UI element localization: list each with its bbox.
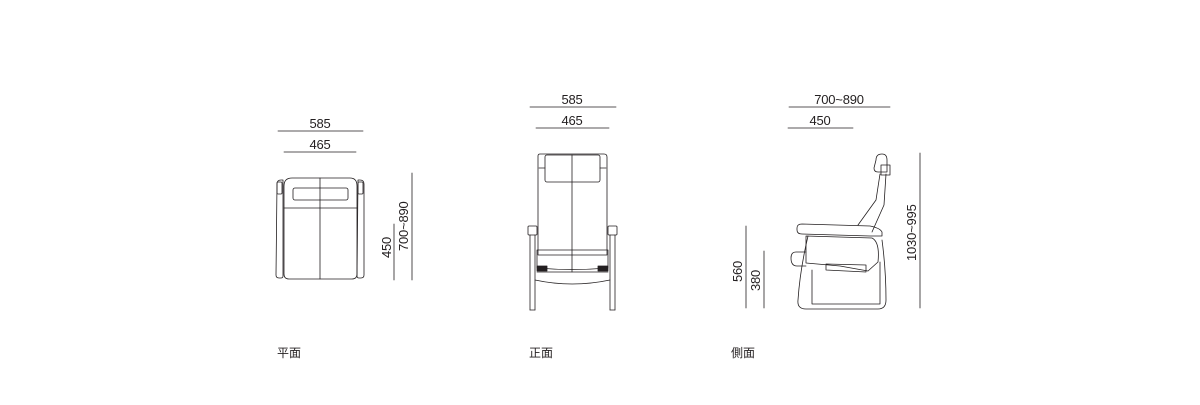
side-backrest	[857, 173, 881, 226]
plan-dim-overall-depth: 700~890	[396, 201, 411, 251]
front-view	[527, 106, 618, 311]
plan-dim-seat-width: 465	[309, 137, 331, 152]
plan-right-arm	[356, 179, 365, 279]
side-armrest	[796, 223, 883, 237]
side-dim-overall-height: 1030~995	[904, 204, 919, 261]
plan-view-caption: 平面	[277, 346, 302, 360]
front-right-arm-cap	[607, 225, 618, 236]
plan-view	[275, 130, 413, 281]
plan-headrest	[292, 187, 349, 201]
front-left-arm-cap	[527, 225, 538, 236]
side-base	[797, 235, 887, 310]
plan-left-arm	[275, 179, 284, 279]
plan-dim-overall-width: 585	[309, 116, 331, 131]
front-dim-overall-width: 585	[561, 92, 583, 107]
side-dim-arm-height: 560	[730, 260, 745, 282]
plan-seat	[283, 177, 358, 280]
front-backrest	[537, 153, 608, 256]
plan-dim-seat-depth: 450	[379, 236, 394, 258]
side-view-caption: 側面	[731, 346, 756, 360]
side-seat	[805, 235, 879, 272]
side-dim-seat-depth: 450	[809, 113, 831, 128]
side-front-loop	[790, 251, 807, 267]
front-seat	[536, 249, 609, 270]
front-dim-seat-width: 465	[561, 113, 583, 128]
side-dim-seat-height: 380	[748, 269, 763, 291]
front-headrest	[544, 154, 601, 183]
side-dim-overall-depth: 700~890	[814, 92, 864, 107]
side-view	[745, 106, 921, 310]
front-view-caption: 正面	[529, 346, 554, 360]
side-headrest	[873, 153, 888, 173]
